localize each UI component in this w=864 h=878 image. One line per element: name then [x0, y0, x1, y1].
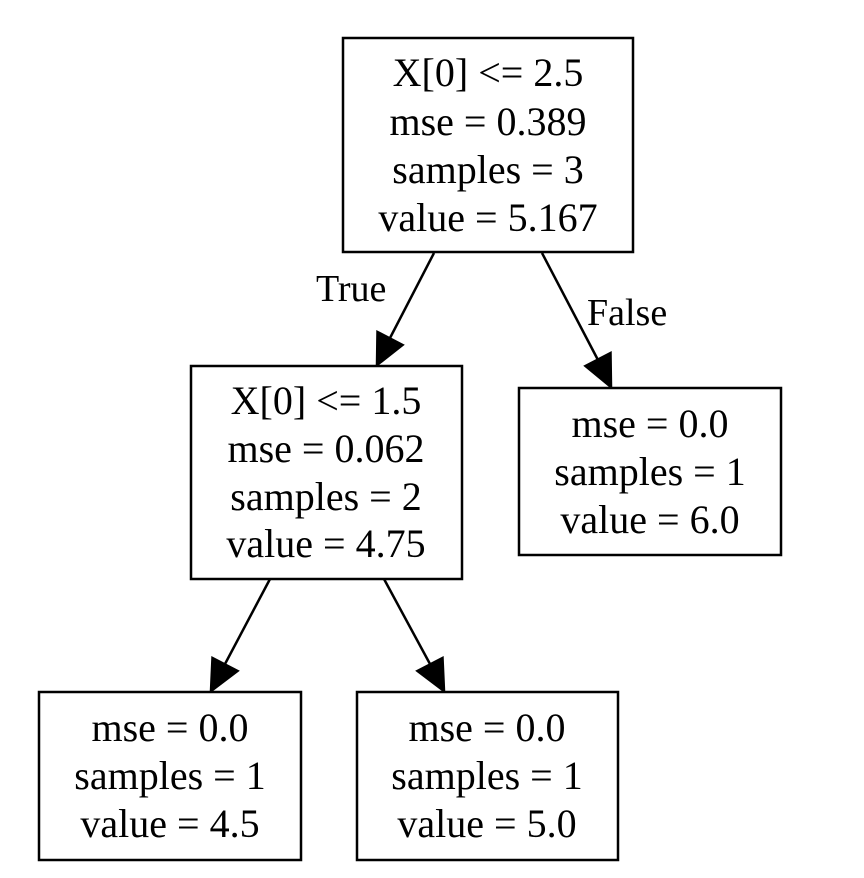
node-right-leaf: mse = 0.0 samples = 1 value = 6.0	[517, 386, 783, 557]
node-root: X[0] <= 2.5 mse = 0.389 samples = 3 valu…	[341, 36, 635, 254]
edge-left-to-leftleft	[209, 578, 272, 694]
node-left-left-value: value = 4.5	[80, 801, 259, 846]
node-left-left-mse: mse = 0.0	[92, 705, 249, 750]
node-left-left-samples: samples = 1	[74, 753, 265, 798]
edge-root-to-right: False	[540, 252, 667, 390]
arrowhead-icon	[583, 350, 613, 390]
node-left-condition: X[0] <= 1.5	[231, 378, 422, 423]
node-left-right-value: value = 5.0	[397, 801, 576, 846]
node-root-samples: samples = 3	[392, 147, 583, 192]
node-right-samples: samples = 1	[554, 449, 745, 494]
node-left-right-leaf: mse = 0.0 samples = 1 value = 5.0	[355, 690, 620, 862]
arrowhead-icon	[415, 655, 446, 694]
edge-left-to-leftright	[382, 578, 446, 694]
node-left-value: value = 4.75	[226, 521, 425, 566]
node-root-value: value = 5.167	[378, 195, 597, 240]
edge-label-true: True	[316, 268, 386, 310]
edge-label-false: False	[587, 292, 667, 334]
node-root-mse: mse = 0.389	[390, 99, 587, 144]
node-left-right-mse: mse = 0.0	[409, 705, 566, 750]
node-right-value: value = 6.0	[560, 497, 739, 542]
arrowhead-icon	[209, 655, 240, 694]
node-left-left-leaf: mse = 0.0 samples = 1 value = 4.5	[37, 690, 303, 862]
node-left-samples: samples = 2	[230, 474, 421, 519]
node-root-condition: X[0] <= 2.5	[393, 50, 584, 95]
node-left: X[0] <= 1.5 mse = 0.062 samples = 2 valu…	[189, 364, 464, 581]
edge-root-to-left: True	[316, 252, 436, 368]
node-left-mse: mse = 0.062	[228, 426, 425, 471]
node-right-mse: mse = 0.0	[572, 401, 729, 446]
node-left-right-samples: samples = 1	[391, 753, 582, 798]
arrowhead-icon	[375, 329, 405, 368]
